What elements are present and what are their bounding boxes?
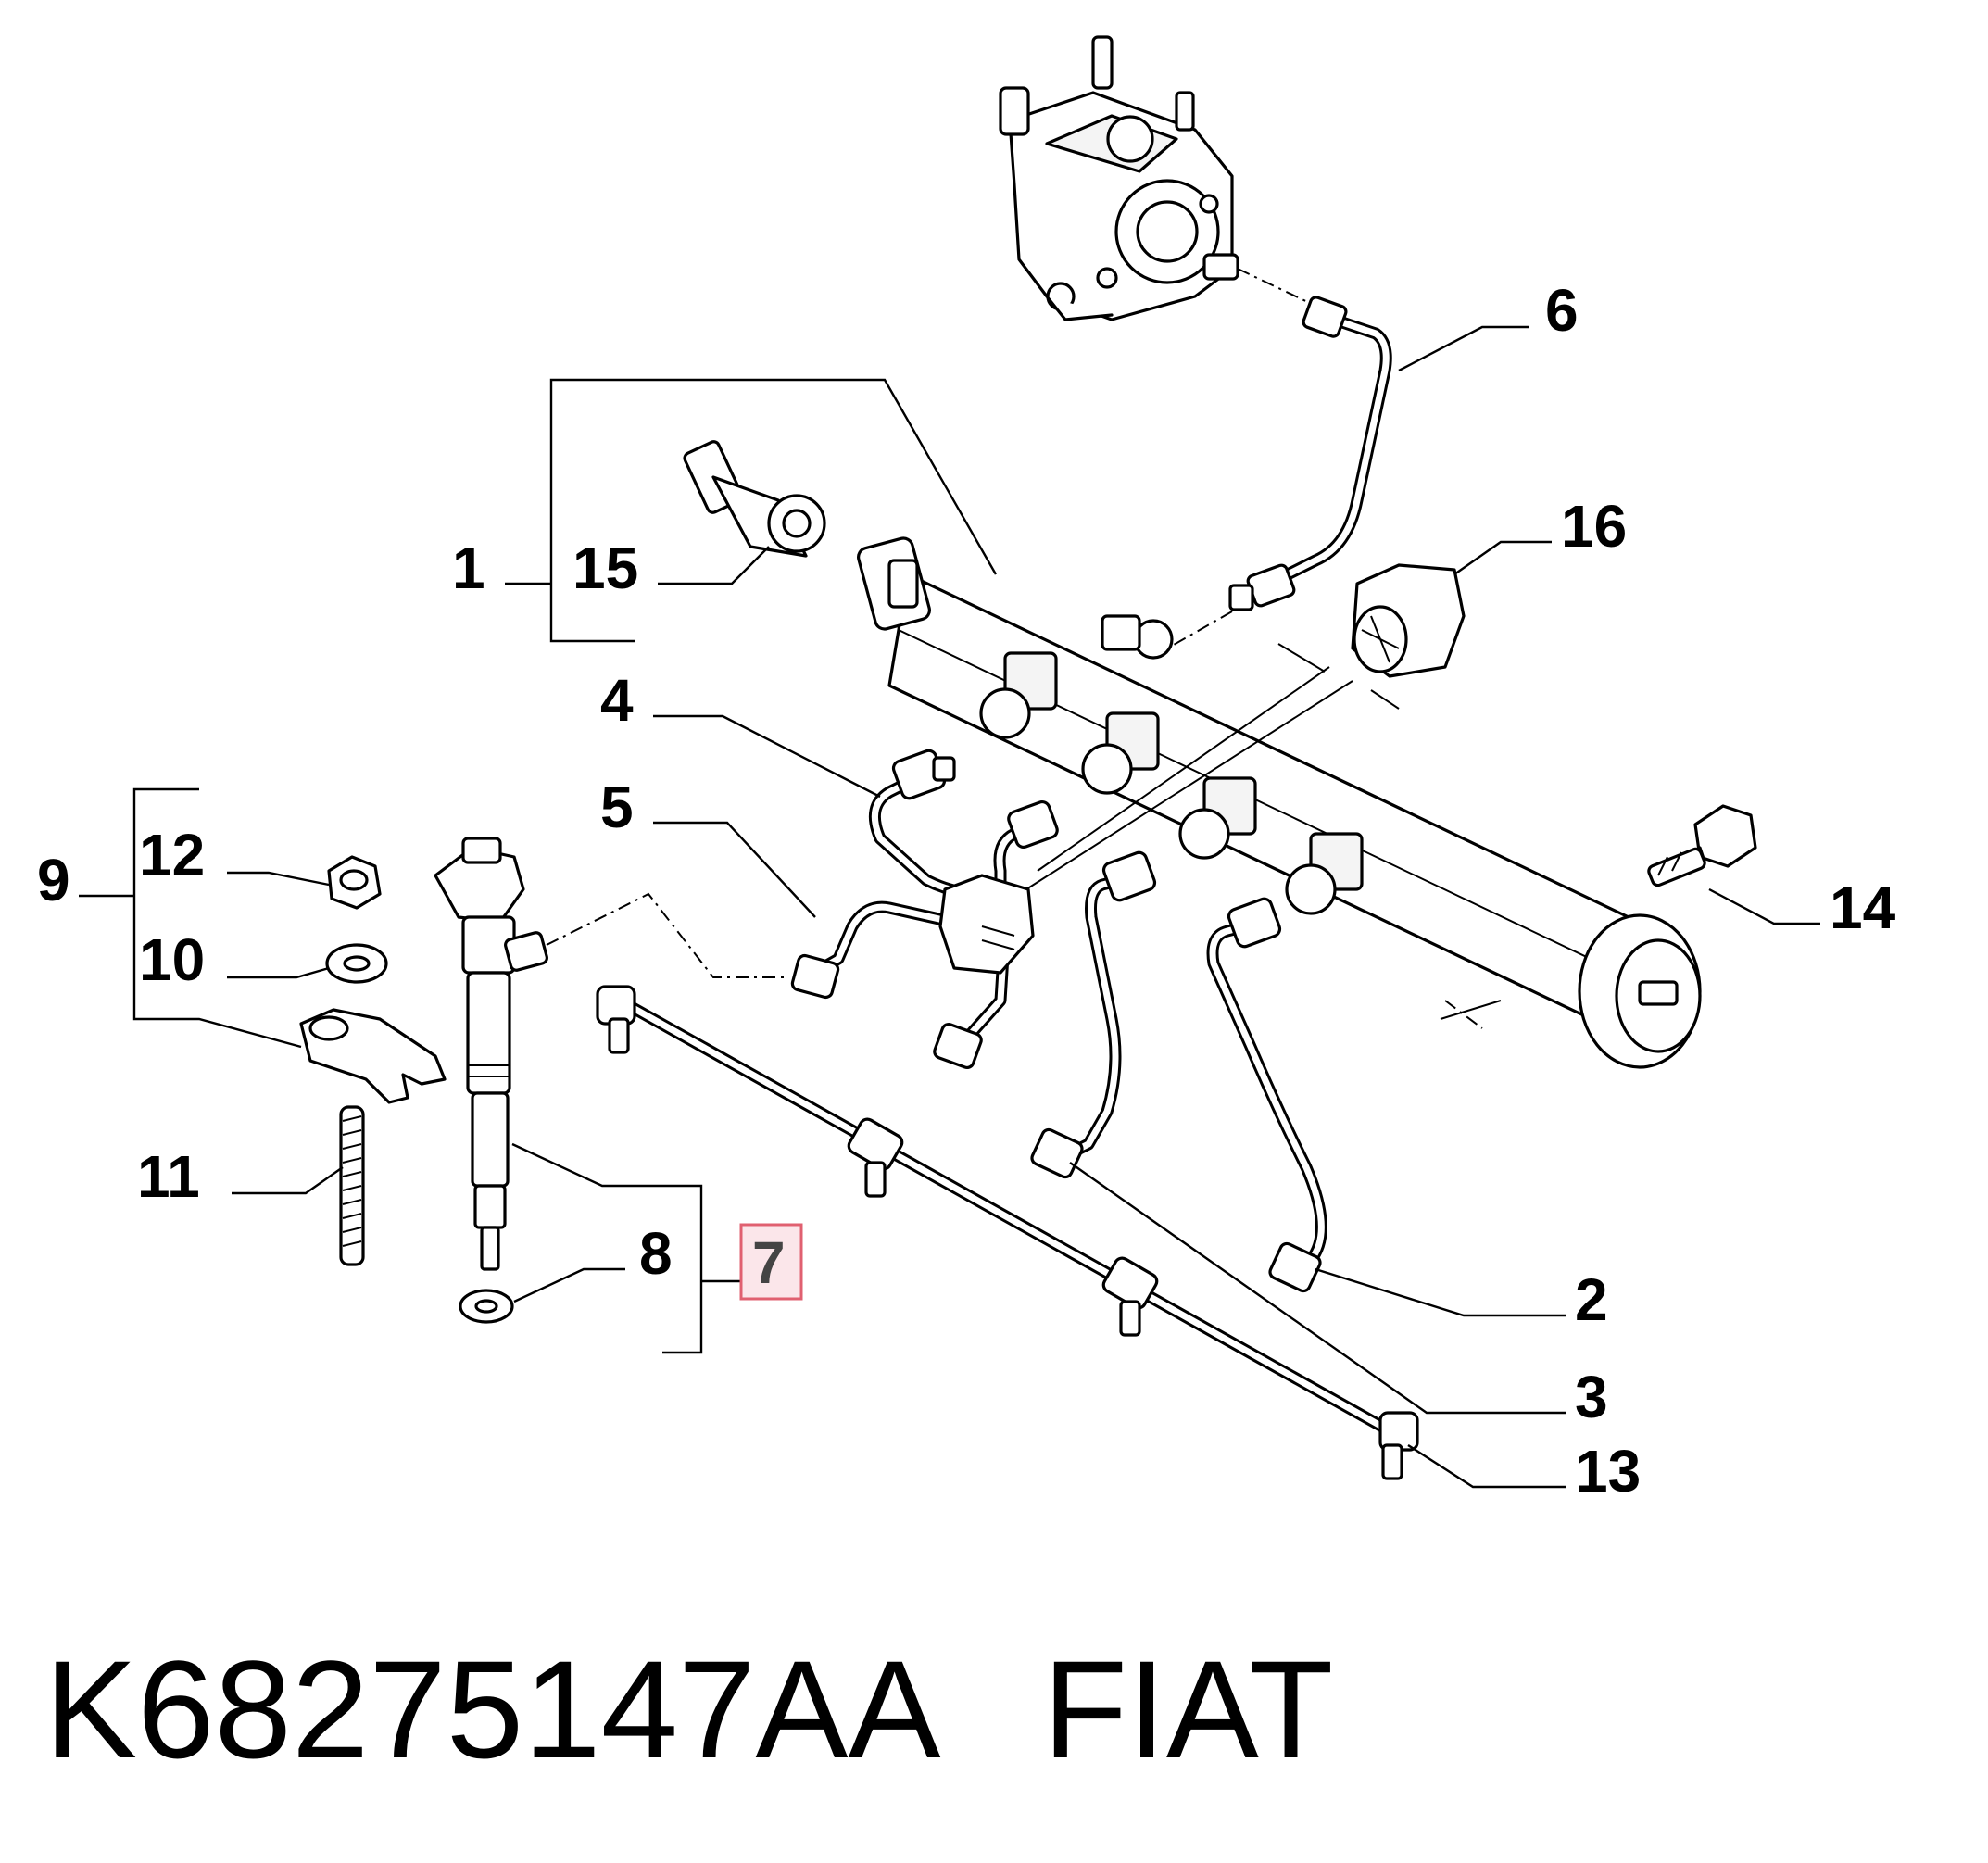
callout-15: 15 bbox=[572, 535, 638, 601]
callout-14: 14 bbox=[1830, 875, 1896, 941]
pipe-clip bbox=[938, 874, 1035, 975]
bolt-14 bbox=[1647, 804, 1757, 887]
callout-1: 1 bbox=[452, 535, 485, 601]
callout-5: 5 bbox=[600, 774, 634, 840]
pipe-6 bbox=[1166, 296, 1392, 649]
callout-13: 13 bbox=[1575, 1438, 1641, 1504]
fuel-rail-1 bbox=[857, 536, 1702, 1069]
leak-off-line-13 bbox=[596, 985, 1419, 1480]
injector-clamp bbox=[299, 1008, 447, 1104]
callout-7[interactable]: 7 bbox=[752, 1229, 786, 1296]
callout-2: 2 bbox=[1575, 1266, 1608, 1333]
callout-12: 12 bbox=[139, 822, 205, 888]
callout-4: 4 bbox=[600, 667, 634, 734]
injector-8 bbox=[434, 837, 787, 1271]
callout-9: 9 bbox=[37, 847, 70, 913]
leader-lines bbox=[79, 325, 1820, 1489]
part-number: K68275147AA bbox=[44, 1631, 941, 1787]
pipe-3 bbox=[1030, 850, 1157, 1179]
nut-12 bbox=[327, 855, 382, 910]
stud-11 bbox=[339, 1105, 365, 1266]
high-pressure-pump bbox=[999, 35, 1316, 321]
exploded-parts-diagram: 1 15 6 16 4 5 9 12 10 11 8 7 14 2 3 13 bbox=[37, 35, 1896, 1504]
brand-name: FIAT bbox=[1042, 1631, 1334, 1787]
callout-6: 6 bbox=[1545, 277, 1579, 344]
pressure-sensor-15 bbox=[683, 440, 826, 558]
highlight-box-7 bbox=[739, 1223, 803, 1301]
washer-8-hole bbox=[474, 1299, 498, 1314]
washer-10 bbox=[325, 943, 388, 984]
callout-10: 10 bbox=[139, 926, 205, 993]
callout-8: 8 bbox=[639, 1220, 673, 1287]
callout-11: 11 bbox=[137, 1143, 200, 1210]
callout-16: 16 bbox=[1561, 493, 1627, 560]
callout-3: 3 bbox=[1575, 1364, 1608, 1430]
clip-16 bbox=[1018, 563, 1466, 895]
pipe-2 bbox=[1206, 897, 1327, 1293]
